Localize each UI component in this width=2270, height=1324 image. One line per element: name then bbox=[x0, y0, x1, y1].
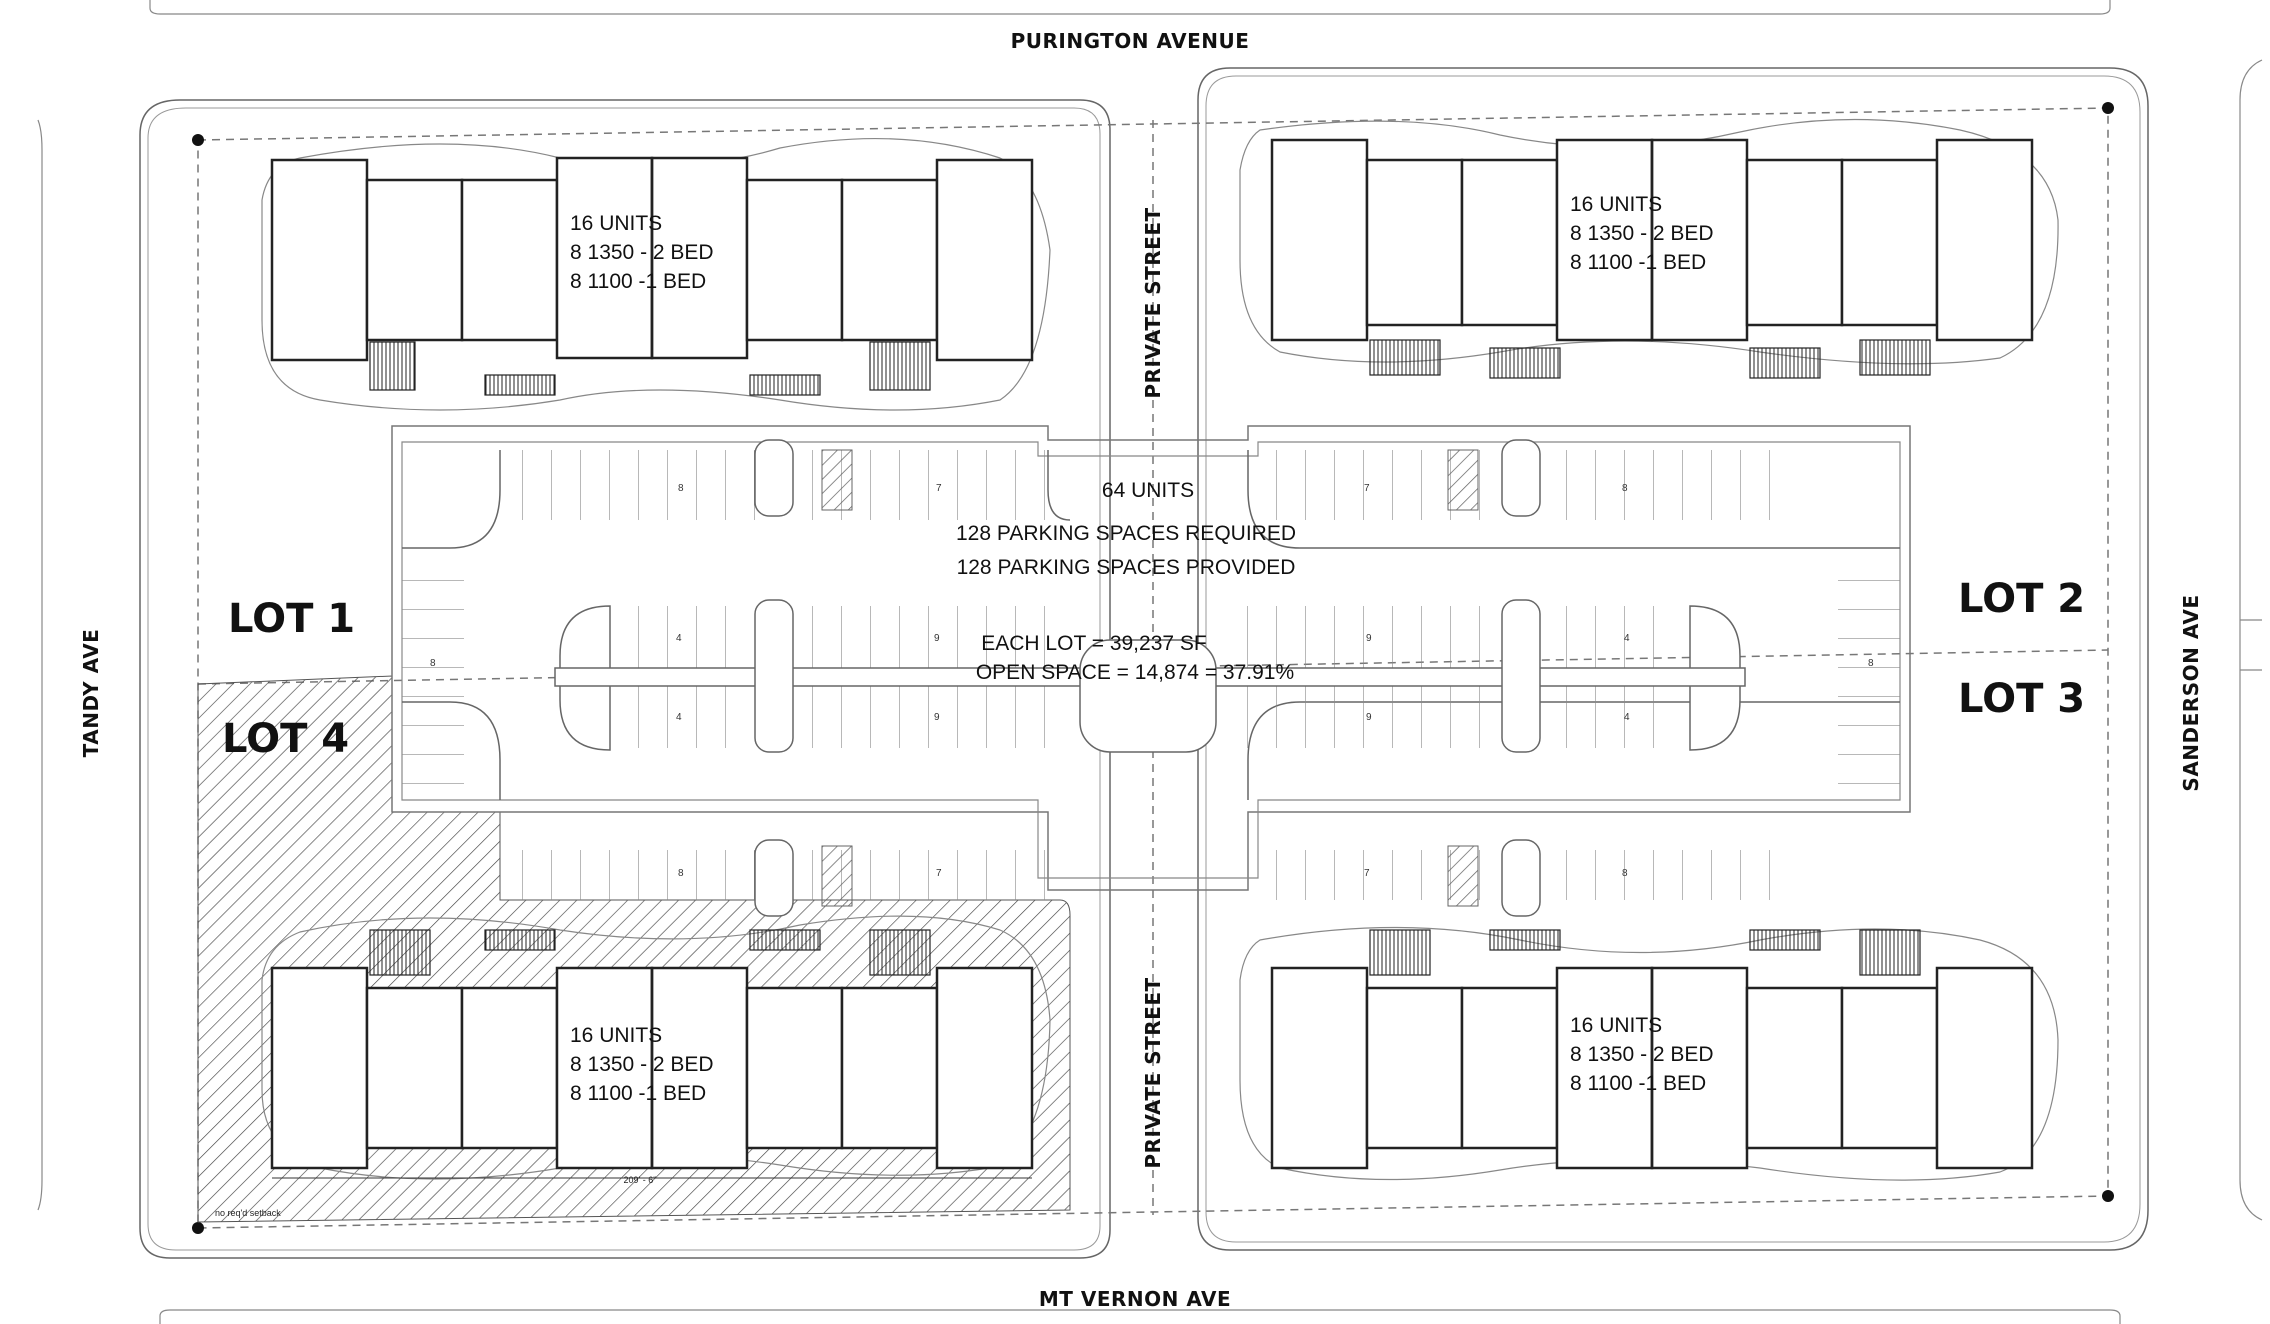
corner-marker bbox=[192, 134, 204, 146]
svg-text:9: 9 bbox=[934, 633, 940, 644]
svg-text:8: 8 bbox=[1622, 483, 1628, 494]
svg-text:8 1100 -1 BED: 8 1100 -1 BED bbox=[570, 270, 706, 293]
west-block-outline bbox=[139, 99, 1111, 1259]
svg-text:4: 4 bbox=[1624, 712, 1630, 723]
street-north: PURINGTON AVENUE bbox=[1011, 29, 1250, 53]
svg-text:8 1350 - 2 BED: 8 1350 - 2 BED bbox=[1570, 1043, 1714, 1066]
accessible-stall bbox=[821, 845, 853, 907]
stall-counts: 8 7 7 8 8 8 4 9 9 4 4 9 9 4 8 7 7 8 bbox=[430, 483, 1874, 879]
svg-text:8 1350 - 2 BED: 8 1350 - 2 BED bbox=[570, 241, 714, 264]
accessible-stall bbox=[1447, 449, 1479, 511]
svg-text:4: 4 bbox=[676, 633, 682, 644]
parking-lot bbox=[391, 425, 1911, 891]
setback-note: no req'd setback bbox=[215, 1208, 281, 1218]
stalls-w bbox=[402, 560, 464, 790]
summary-provided: 128 PARKING SPACES PROVIDED bbox=[957, 556, 1296, 579]
summary-open-space: OPEN SPACE = 14,874 = 37.91% bbox=[976, 661, 1294, 684]
stalls-n4 bbox=[1548, 450, 1798, 520]
svg-text:16 UNITS: 16 UNITS bbox=[570, 212, 662, 235]
svg-text:9: 9 bbox=[1366, 712, 1372, 723]
svg-text:16 UNITS: 16 UNITS bbox=[1570, 193, 1662, 216]
svg-text:8 1100 -1 BED: 8 1100 -1 BED bbox=[570, 1082, 706, 1105]
lot-4-label: LOT 4 bbox=[222, 716, 349, 762]
west-block-inner bbox=[147, 107, 1101, 1251]
svg-text:8: 8 bbox=[1868, 658, 1874, 669]
svg-text:4: 4 bbox=[1624, 633, 1630, 644]
svg-text:9: 9 bbox=[934, 712, 940, 723]
street-south: MT VERNON AVE bbox=[1039, 1287, 1231, 1311]
lot-2-label: LOT 2 bbox=[1958, 576, 2085, 622]
summary-units: 64 UNITS bbox=[1102, 479, 1194, 502]
stalls-s1 bbox=[505, 850, 755, 900]
svg-text:16 UNITS: 16 UNITS bbox=[1570, 1014, 1662, 1037]
svg-text:7: 7 bbox=[936, 483, 942, 494]
stalls-n1 bbox=[505, 450, 755, 520]
stalls-e bbox=[1838, 560, 1900, 790]
private-street-south: PRIVATE STREET bbox=[1141, 977, 1165, 1168]
building-ne bbox=[1270, 138, 2034, 379]
parking-islands bbox=[554, 439, 1746, 917]
building-se bbox=[1270, 929, 2034, 1170]
stalls-s4 bbox=[1548, 850, 1798, 900]
building-note-nw: 16 UNITS 8 1350 - 2 BED 8 1100 -1 BED bbox=[570, 212, 714, 293]
building-sw bbox=[270, 929, 1034, 1179]
building-note-sw: 16 UNITS 8 1350 - 2 BED 8 1100 -1 BED bbox=[570, 1024, 714, 1105]
lot-1-label: LOT 1 bbox=[228, 596, 355, 642]
road-edges bbox=[37, 0, 2263, 1324]
svg-text:8: 8 bbox=[430, 658, 436, 669]
building-note-ne: 16 UNITS 8 1350 - 2 BED 8 1100 -1 BED bbox=[1570, 193, 1714, 274]
dimension-label: 209' - 6" bbox=[624, 1175, 657, 1185]
svg-text:16 UNITS: 16 UNITS bbox=[570, 1024, 662, 1047]
summary-required: 128 PARKING SPACES REQUIRED bbox=[956, 522, 1296, 545]
north-curb-west bbox=[402, 450, 501, 549]
building-note-se: 16 UNITS 8 1350 - 2 BED 8 1100 -1 BED bbox=[1570, 1014, 1714, 1095]
corner-marker bbox=[2102, 102, 2114, 114]
svg-text:8 1100 -1 BED: 8 1100 -1 BED bbox=[1570, 1072, 1706, 1095]
street-west: TANDY AVE bbox=[79, 629, 103, 758]
east-block-outline bbox=[1197, 67, 2149, 1251]
east-block-inner bbox=[1205, 75, 2141, 1243]
svg-text:8 1100 -1 BED: 8 1100 -1 BED bbox=[1570, 251, 1706, 274]
svg-text:4: 4 bbox=[676, 712, 682, 723]
svg-text:7: 7 bbox=[936, 868, 942, 879]
private-street-north: PRIVATE STREET bbox=[1141, 207, 1165, 398]
svg-text:8: 8 bbox=[678, 483, 684, 494]
accessible-stall bbox=[1447, 845, 1479, 907]
north-curb-east bbox=[1047, 450, 1071, 521]
building-nw bbox=[270, 156, 1034, 396]
lot-3-label: LOT 3 bbox=[1958, 676, 2085, 722]
street-east: SANDERSON AVE bbox=[2179, 594, 2203, 791]
summary-lot-area: EACH LOT = 39,237 SF bbox=[981, 632, 1206, 655]
svg-text:8 1350 - 2 BED: 8 1350 - 2 BED bbox=[1570, 222, 1714, 245]
svg-text:7: 7 bbox=[1364, 868, 1370, 879]
svg-text:7: 7 bbox=[1364, 483, 1370, 494]
corner-marker bbox=[2102, 1190, 2114, 1202]
corner-marker bbox=[192, 1222, 204, 1234]
svg-text:9: 9 bbox=[1366, 633, 1372, 644]
accessible-stall bbox=[821, 449, 853, 511]
svg-text:8: 8 bbox=[678, 868, 684, 879]
svg-text:8: 8 bbox=[1622, 868, 1628, 879]
svg-text:8 1350 - 2 BED: 8 1350 - 2 BED bbox=[570, 1053, 714, 1076]
